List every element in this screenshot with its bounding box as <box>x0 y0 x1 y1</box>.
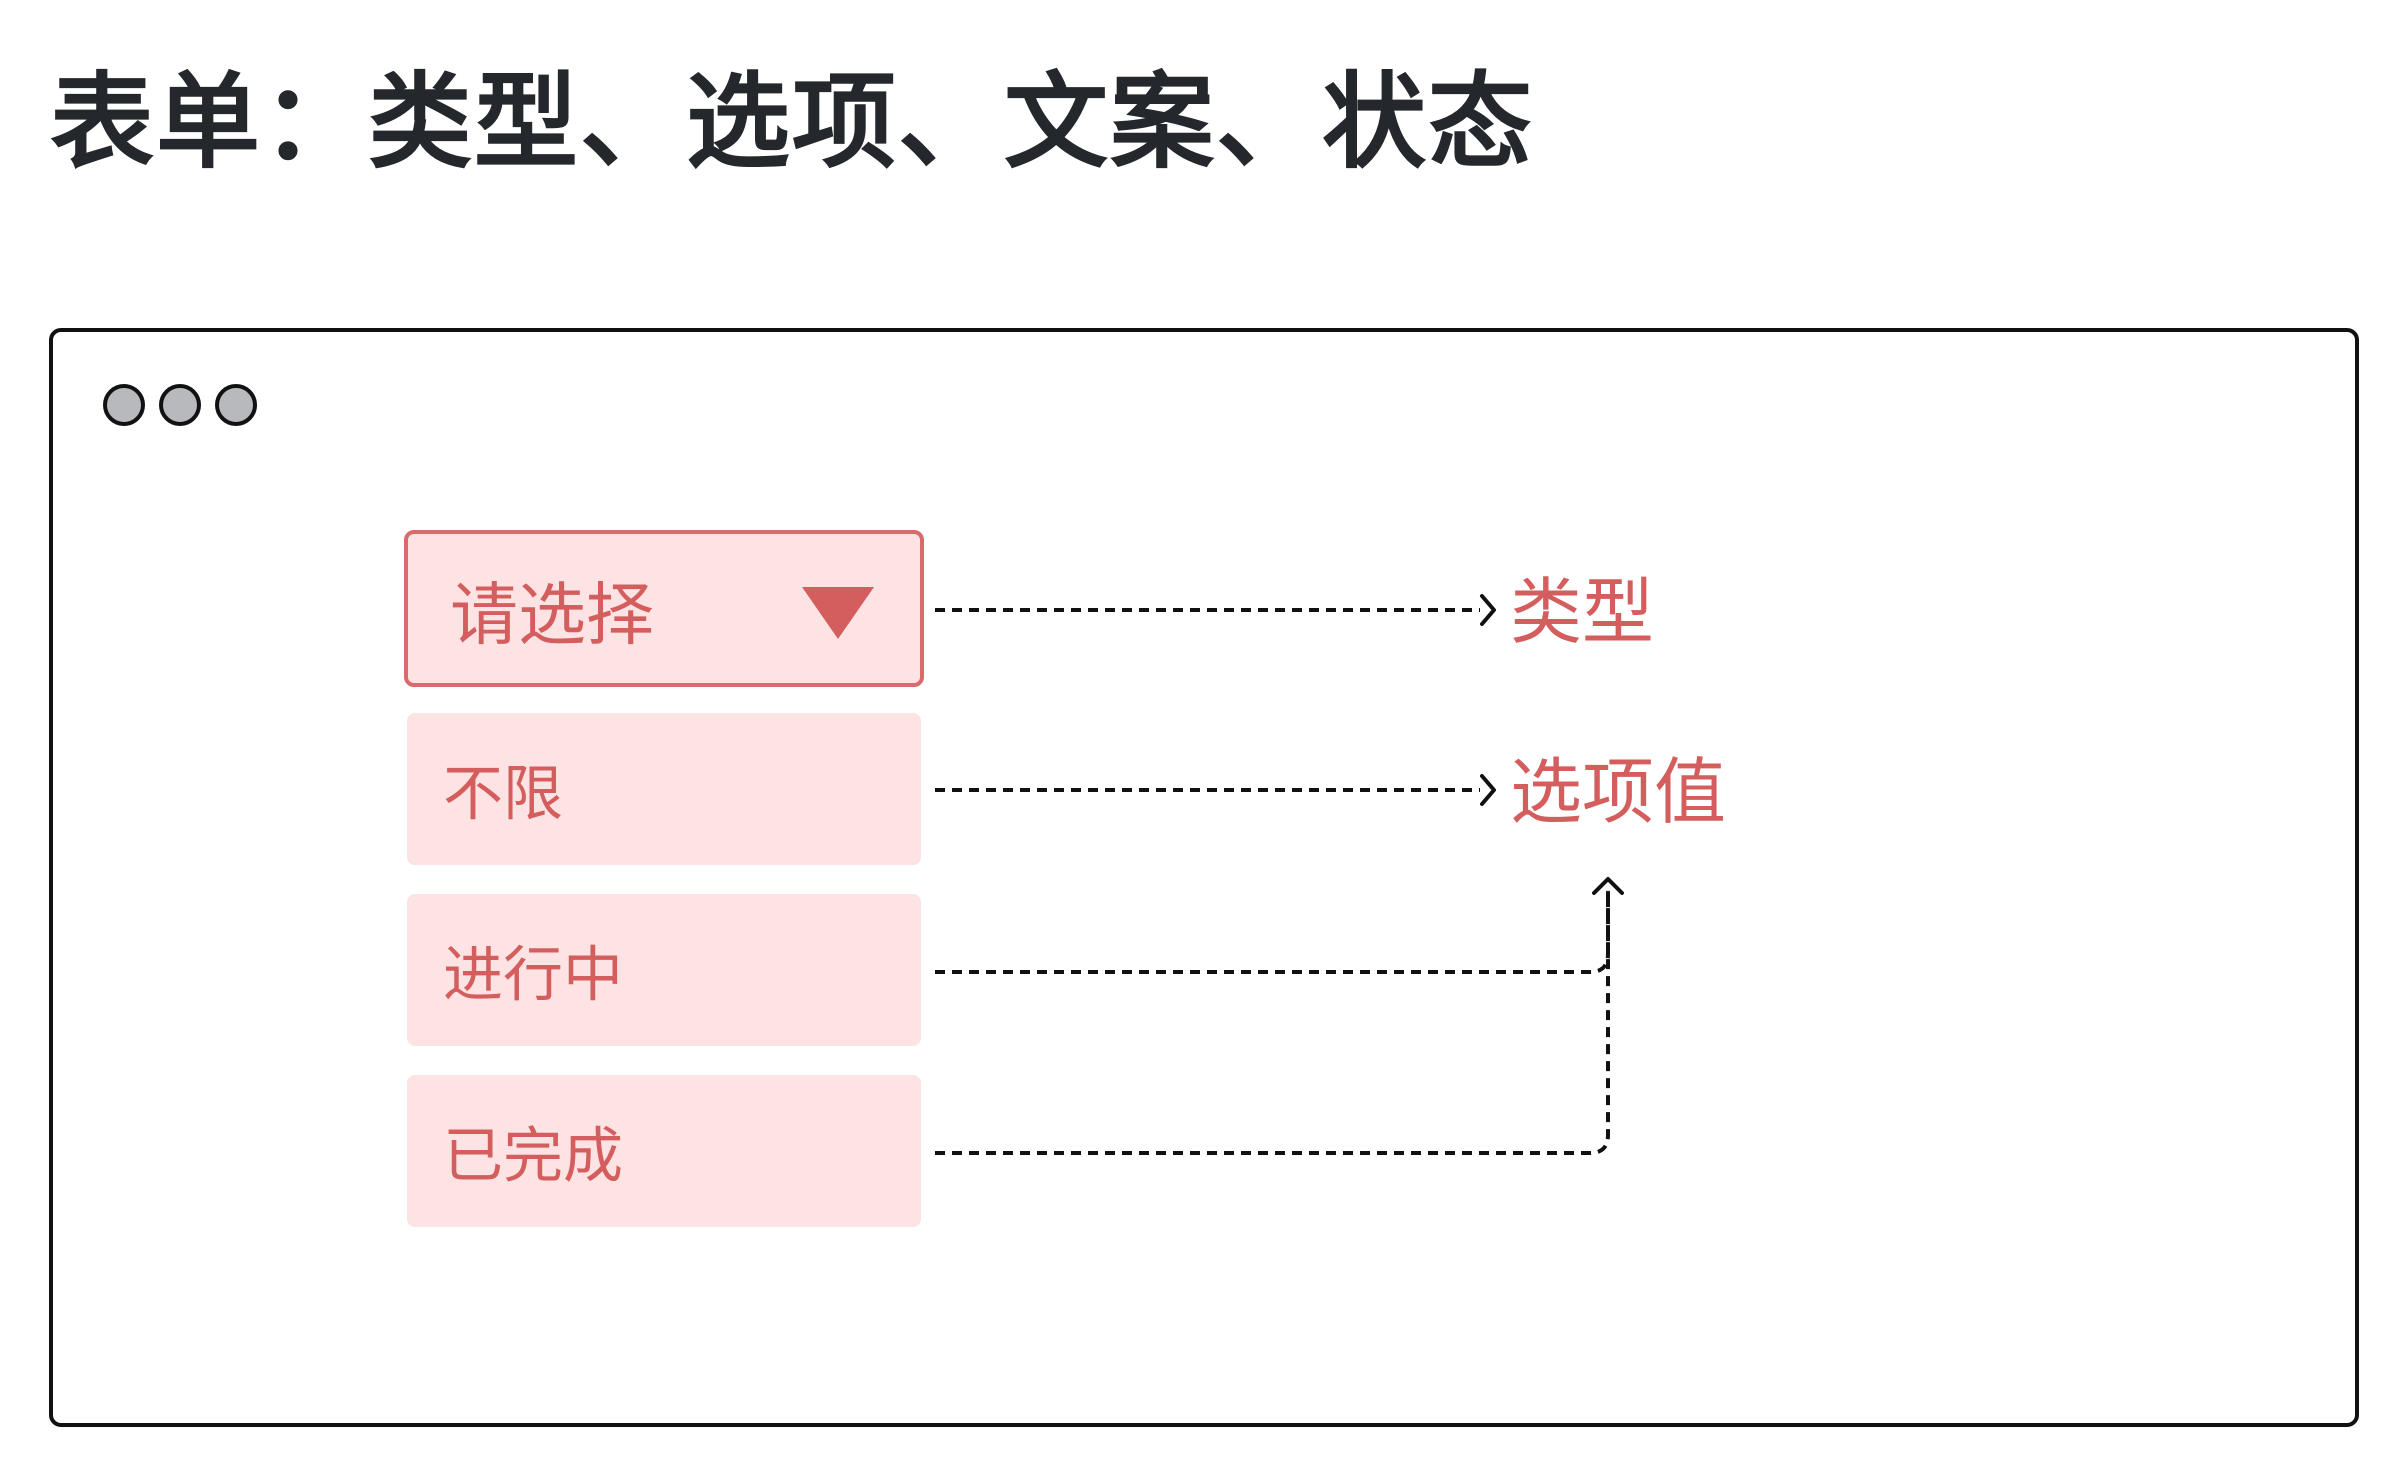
type-select[interactable]: 请选择 <box>404 530 924 687</box>
annotation-type: 类型 <box>1510 570 1655 654</box>
page-title: 表单：类型、选项、文案、状态 <box>50 61 1535 183</box>
option-item[interactable]: 进行中 <box>407 894 921 1046</box>
window-dot-icon <box>159 384 201 426</box>
browser-window <box>49 328 2359 1427</box>
window-dot-icon <box>103 384 145 426</box>
option-item[interactable]: 不限 <box>407 713 921 865</box>
option-label: 不限 <box>443 759 563 830</box>
option-label: 进行中 <box>443 940 623 1011</box>
select-placeholder: 请选择 <box>450 576 655 655</box>
triangle-down-icon <box>802 587 874 639</box>
option-label: 已完成 <box>443 1121 623 1192</box>
annotation-value: 选项值 <box>1510 750 1727 834</box>
option-item[interactable]: 已完成 <box>407 1075 921 1227</box>
window-dot-icon <box>215 384 257 426</box>
